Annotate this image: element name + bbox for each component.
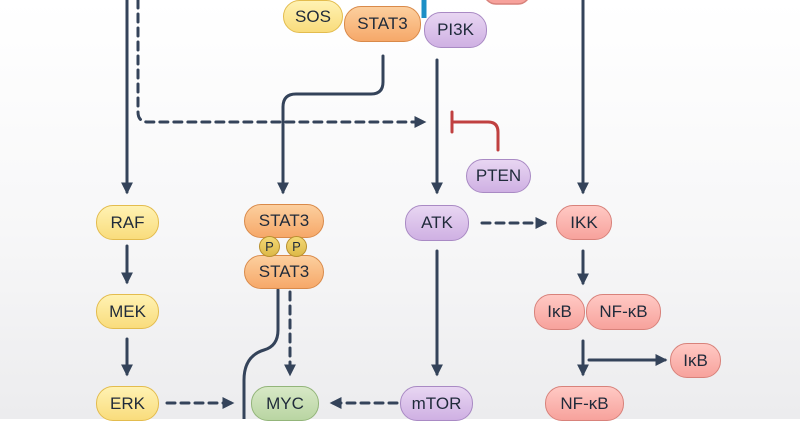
line-stat3-into-nucleus [242, 288, 280, 419]
top-red-node-fragment [486, 0, 528, 5]
ikk-node: IKK [556, 205, 612, 240]
pten-inhibition [450, 110, 500, 152]
stat3-dimer-top-node: STAT3 [244, 204, 324, 238]
mtor-node: mTOR [400, 386, 473, 421]
mek-node: MEK [96, 294, 159, 329]
phosphate-left-icon: P [259, 236, 280, 257]
stat3-node-top: STAT3 [344, 6, 421, 42]
phosphate-right-icon: P [286, 236, 307, 257]
dashed-arrow-to-pi3k-axis [136, 0, 427, 128]
pten-node: PTEN [466, 159, 531, 193]
stat3-dimer-bottom-node: STAT3 [244, 255, 324, 289]
pi3k-node: PI3K [424, 12, 487, 48]
ikb-bound-node: IκB [534, 294, 585, 330]
raf-node: RAF [96, 205, 159, 240]
sos-node: SOS [283, 0, 343, 33]
erk-node: ERK [96, 386, 159, 421]
myc-node: MYC [251, 386, 319, 421]
arrow-stat3-to-dimer [277, 54, 385, 195]
nfkb-bound-node: NF-κB [586, 294, 661, 330]
ikb-released-node: IκB [670, 343, 721, 378]
nfkb-free-node: NF-κB [545, 386, 624, 421]
akt-node: ATK [405, 205, 469, 241]
